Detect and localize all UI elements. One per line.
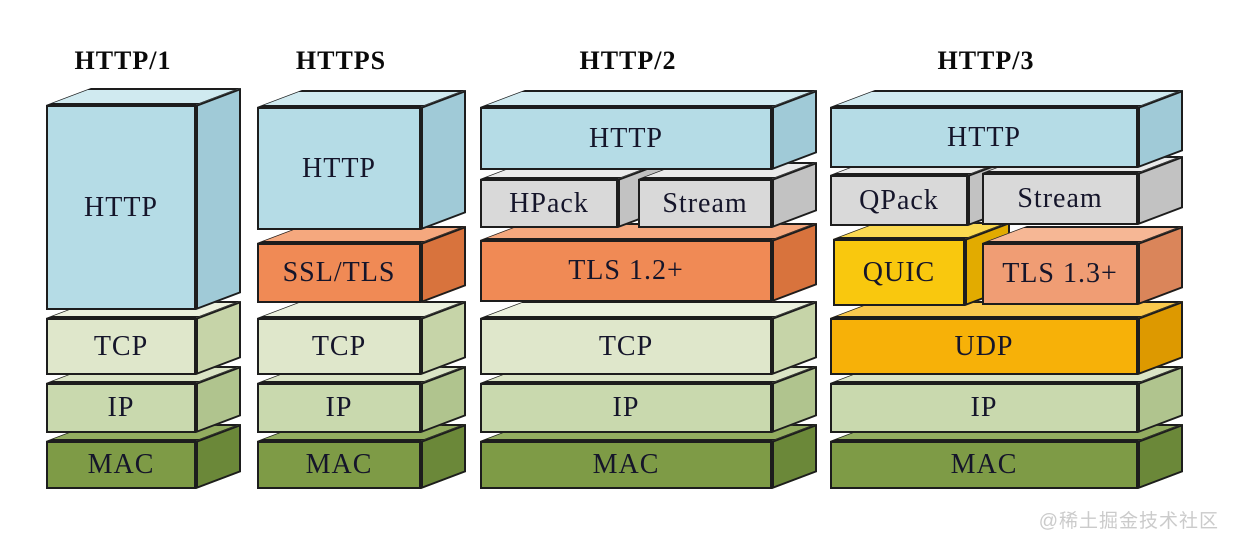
layer-box-http3-stream: Stream: [982, 155, 1183, 225]
box-front-face: IP: [480, 383, 772, 433]
layer-label: HTTP: [84, 191, 158, 223]
box-front-face: QPack: [830, 175, 968, 226]
layer-label: TCP: [93, 330, 149, 362]
box-front-face: MAC: [830, 441, 1138, 489]
box-front-face: TCP: [480, 318, 772, 375]
layer-box-https-mac: MAC: [257, 423, 466, 489]
watermark-text: @稀土掘金技术社区: [1038, 511, 1219, 532]
layer-label: MAC: [592, 449, 660, 480]
layer-box-https-http: HTTP: [257, 89, 466, 231]
layer-box-https-ssltls: SSL/TLS: [257, 225, 466, 303]
layer-label: IP: [612, 392, 640, 423]
box-right-face: [421, 89, 466, 231]
box-front-face: IP: [830, 383, 1138, 433]
box-front-face: HTTP: [480, 107, 772, 170]
layer-box-http3-ip: IP: [830, 365, 1183, 433]
layer-box-http1-tcp: TCP: [46, 300, 241, 375]
column-title-http3: HTTP/3: [937, 46, 1035, 75]
column-title-https: HTTPS: [295, 46, 387, 75]
layer-box-http3-quic: QUIC: [833, 221, 1010, 306]
box-front-face: TCP: [46, 318, 196, 375]
layer-label: TCP: [598, 330, 654, 362]
layer-label: UDP: [954, 330, 1014, 362]
layer-label: MAC: [950, 449, 1018, 480]
box-front-face: MAC: [480, 441, 772, 489]
layer-label: HTTP: [947, 121, 1021, 153]
box-top-face: [830, 90, 1183, 107]
layer-box-http2-tcp: TCP: [480, 300, 817, 375]
layer-label: MAC: [305, 449, 373, 480]
layer-box-https-ip: IP: [257, 365, 466, 433]
layer-box-http2-tls12: TLS 1.2+: [480, 222, 817, 302]
layer-label: QPack: [859, 184, 939, 216]
box-front-face: SSL/TLS: [257, 243, 421, 303]
layer-box-http2-stream: Stream: [638, 161, 817, 228]
box-front-face: HTTP: [257, 107, 421, 230]
layer-box-http2-mac: MAC: [480, 423, 817, 489]
layer-box-http3-udp: UDP: [830, 300, 1183, 375]
box-front-face: HTTP: [46, 105, 196, 310]
layer-box-http1-mac: MAC: [46, 423, 241, 489]
box-front-face: MAC: [257, 441, 421, 489]
box-front-face: TLS 1.2+: [480, 240, 772, 302]
box-front-face: Stream: [638, 179, 772, 228]
box-front-face: UDP: [830, 318, 1138, 375]
layer-label: HTTP: [302, 152, 376, 184]
layer-box-http1-http: HTTP: [46, 87, 241, 311]
box-front-face: Stream: [982, 173, 1138, 225]
layer-box-http3-mac: MAC: [830, 423, 1183, 489]
layer-box-http3-qpack: QPack: [830, 157, 1013, 226]
column-title-http2: HTTP/2: [579, 46, 677, 75]
layer-label: HPack: [509, 187, 589, 219]
layer-label: SSL/TLS: [282, 257, 396, 288]
layer-box-http3-tls13: TLS 1.3+: [982, 225, 1183, 305]
box-right-face: [196, 87, 241, 311]
layer-box-https-tcp: TCP: [257, 300, 466, 375]
box-front-face: MAC: [46, 441, 196, 489]
box-front-face: IP: [46, 383, 196, 433]
box-front-face: IP: [257, 383, 421, 433]
layer-box-http2-hpack: HPack: [480, 161, 663, 228]
column-title-http1: HTTP/1: [74, 46, 172, 75]
layer-label: TCP: [311, 330, 367, 362]
layer-label: QUIC: [862, 256, 936, 288]
layer-label: Stream: [1017, 183, 1103, 214]
box-front-face: HPack: [480, 179, 618, 228]
layer-box-http2-ip: IP: [480, 365, 817, 433]
box-front-face: TLS 1.3+: [982, 243, 1138, 305]
box-front-face: QUIC: [833, 239, 965, 306]
box-front-face: TCP: [257, 318, 421, 375]
layer-box-http3-http: HTTP: [830, 89, 1183, 168]
layer-label: IP: [107, 392, 135, 423]
layer-label: MAC: [87, 449, 155, 480]
layer-box-http2-http: HTTP: [480, 89, 817, 170]
layer-label: TLS 1.3+: [1002, 258, 1118, 289]
layer-label: TLS 1.2+: [568, 255, 684, 286]
box-top-face: [480, 301, 817, 318]
box-front-face: HTTP: [830, 107, 1138, 168]
layer-label: IP: [325, 392, 353, 423]
box-top-face: [480, 90, 817, 107]
layer-label: Stream: [662, 187, 748, 219]
layer-box-http1-ip: IP: [46, 365, 241, 433]
layer-label: IP: [970, 392, 998, 423]
layer-label: HTTP: [589, 122, 663, 154]
